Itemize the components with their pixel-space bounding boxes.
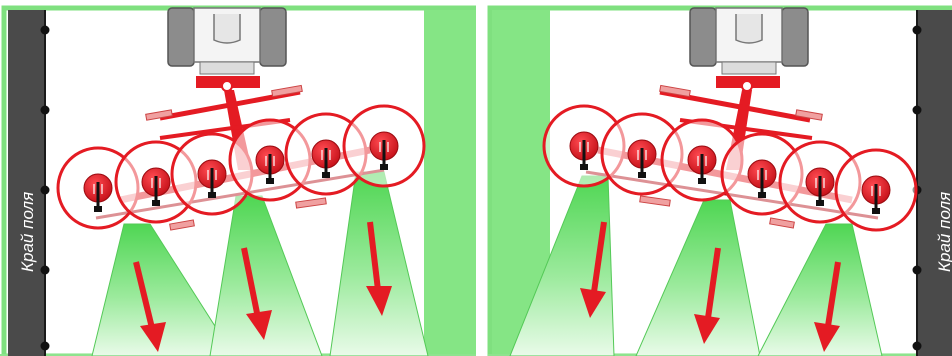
rake-rotor	[342, 104, 426, 188]
field-edge-label: Край поля	[18, 192, 37, 272]
direction-arrow-icon	[241, 247, 272, 340]
panel-divider	[476, 0, 488, 356]
panel-left: Край поля	[0, 5, 479, 356]
swath	[635, 199, 761, 356]
direction-arrows	[580, 221, 841, 352]
direction-arrow-icon	[580, 221, 607, 318]
panel-right: Край поля	[487, 0, 952, 356]
rotary-rake-icon	[56, 76, 426, 231]
field-edge-post-icon	[40, 25, 50, 351]
rotary-rake-icon	[542, 76, 918, 232]
swaths	[91, 171, 429, 356]
direction-arrow-icon	[133, 261, 166, 352]
direction-arrow-icon	[694, 247, 721, 344]
direction-arrow-icon	[366, 221, 392, 316]
field-edge-label: Край поля	[935, 192, 952, 272]
swath	[757, 223, 883, 356]
rake-rotor	[600, 112, 684, 196]
rake-rotor	[834, 148, 918, 232]
direction-arrow-icon	[814, 261, 841, 352]
tractor-icon	[167, 7, 287, 75]
tractor-icon	[689, 7, 809, 75]
swath	[91, 223, 235, 356]
direction-arrows	[133, 221, 392, 352]
field-edge: Край поля	[912, 10, 952, 356]
field-edge: Край поля	[8, 10, 50, 356]
crop-strip	[424, 10, 476, 356]
